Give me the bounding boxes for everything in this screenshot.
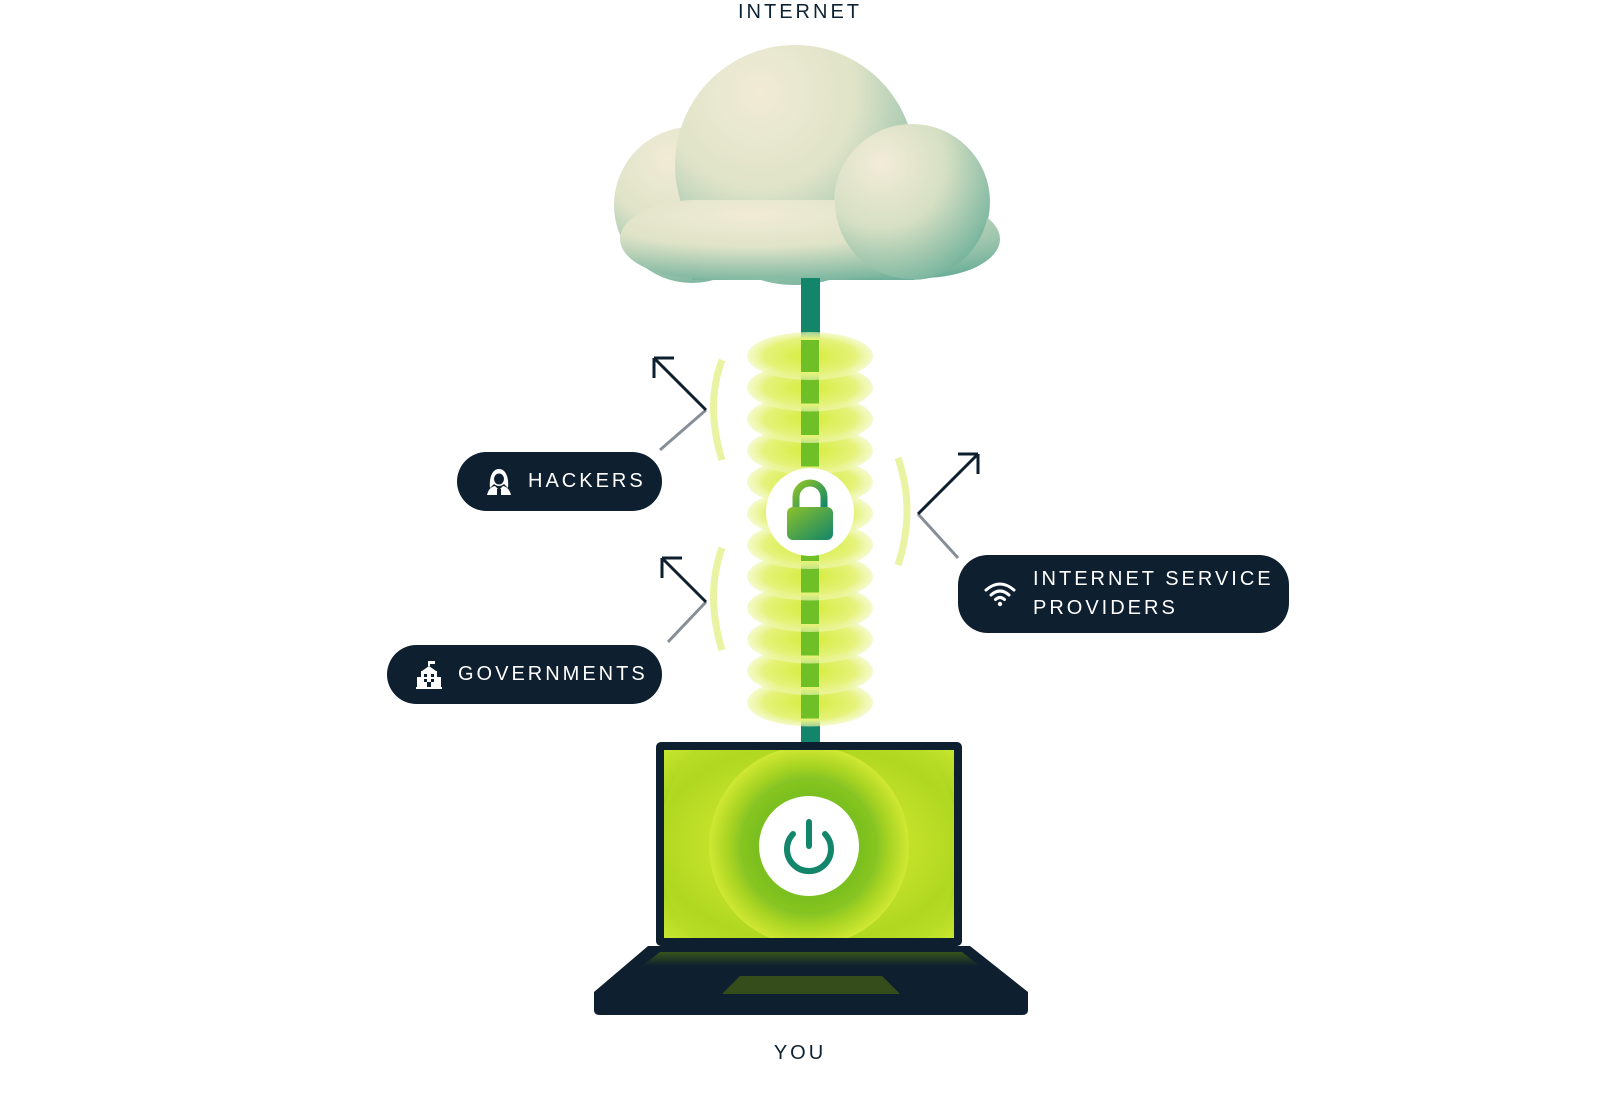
governments-label: GOVERNMENTS (458, 663, 648, 685)
power-icon[interactable] (759, 796, 859, 896)
governments-pill: GOVERNMENTS (387, 645, 662, 704)
wifi-icon (983, 578, 1017, 610)
deflect-arrow-hackers (652, 356, 708, 452)
hackers-pill: HACKERS (457, 452, 662, 511)
isp-label-line2: PROVIDERS (1033, 597, 1178, 619)
isp-label: INTERNET SERVICE PROVIDERS (1033, 565, 1274, 623)
cloud-icon (614, 45, 1000, 285)
isp-pill: INTERNET SERVICE PROVIDERS (958, 555, 1289, 633)
deflect-arrow-governments (660, 556, 708, 644)
coil-core-segment (801, 340, 819, 372)
hackers-label: HACKERS (528, 470, 646, 492)
shield-arcs (710, 358, 911, 652)
hacker-icon (484, 466, 514, 498)
government-building-icon (414, 659, 444, 691)
internet-label: INTERNET (738, 1, 862, 23)
lock-icon (766, 468, 854, 556)
you-label: YOU (773, 1042, 827, 1064)
isp-label-line1: INTERNET SERVICE (1033, 568, 1274, 590)
deflect-arrow-isp (916, 452, 980, 560)
